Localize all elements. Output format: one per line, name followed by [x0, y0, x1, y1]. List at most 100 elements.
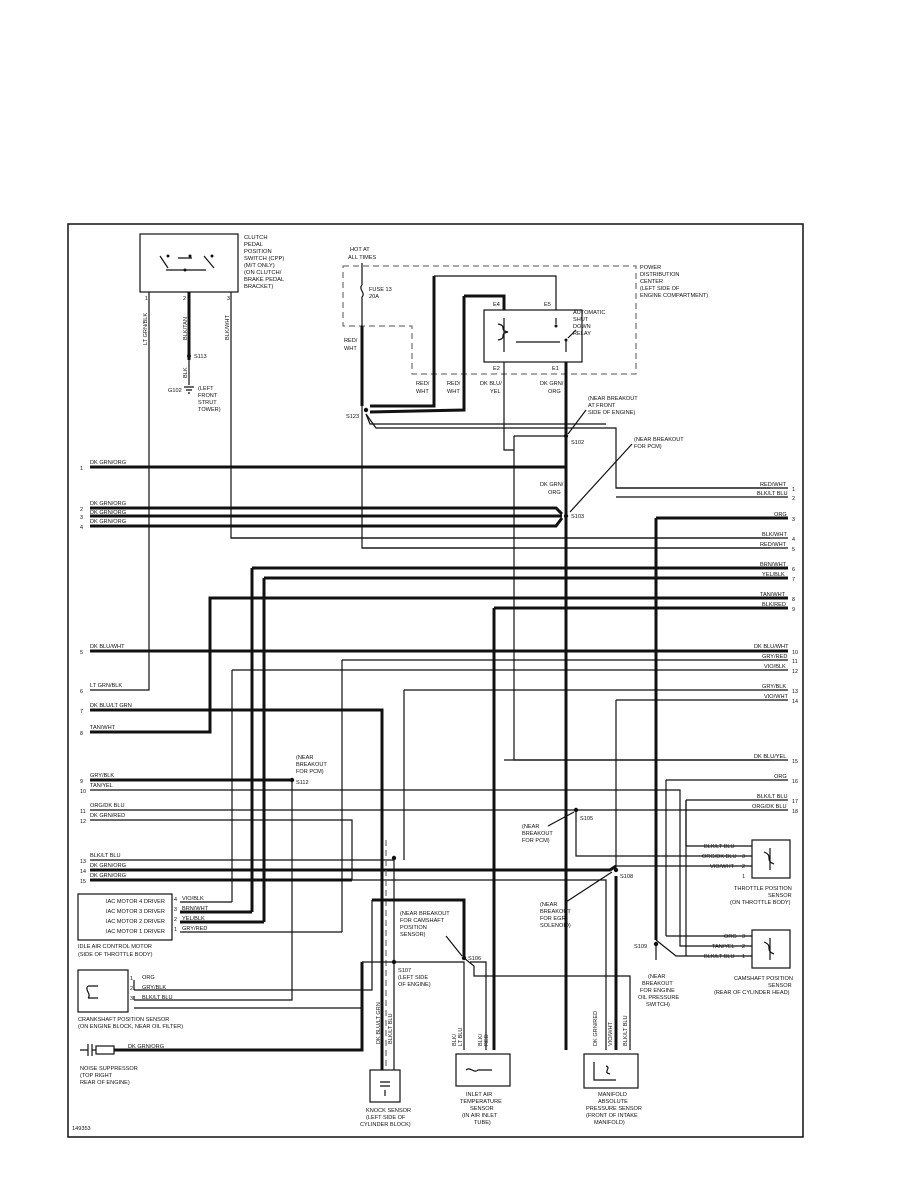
- pcm-left-wire-9: GRY/BLK: [90, 773, 114, 779]
- iat-wire-4: RED: [484, 1034, 490, 1046]
- note-pcm-1: FOR PCM): [634, 444, 662, 450]
- ckp-pin-2: 2: [130, 986, 133, 992]
- pcm-right-wire-8: TAN/WHT: [760, 592, 786, 598]
- clutch-label-7: BRACKET): [244, 284, 273, 290]
- s105-note-0: (NEAR: [522, 824, 539, 830]
- ground-wire: BLK: [183, 367, 189, 378]
- map-caption-4: MANIFOLD): [594, 1120, 625, 1126]
- dk-blu-yel-b: YEL: [490, 389, 501, 395]
- map-caption-2: PRESSURE SENSOR: [586, 1106, 642, 1112]
- pcm-left-wire-8: TAN/WHT: [90, 725, 116, 731]
- pdc-label-3: (LEFT SIDE OF: [640, 286, 680, 292]
- pcm-right-wire-17: BLK/LT BLU: [757, 794, 788, 800]
- pcm-left-pin-5: 5: [80, 650, 83, 656]
- ckp-caption-0: CRANKSHAFT POSITION SENSOR: [78, 1017, 169, 1023]
- pcm-right-pin-10: 10: [792, 650, 798, 656]
- dk-grn-org-a: DK GRN/: [540, 381, 564, 387]
- tps-pin-3: 3: [742, 854, 745, 860]
- pcm-right-pin-17: 17: [792, 799, 798, 805]
- iac-pin-1: 1: [174, 927, 177, 933]
- pcm-left-wire-3: DK GRN/ORG: [90, 510, 126, 516]
- dk-grn-org-b: ORG: [548, 389, 561, 395]
- clutch-pin-2: 2: [183, 296, 186, 302]
- red-wht-1a: RED/: [416, 381, 430, 387]
- cmp-wire-3: ORG: [724, 934, 737, 940]
- tps-wire-1: VIO/WHT: [710, 864, 735, 870]
- manifold-absolute-pressure-sensor: DK GRN/RED VIO/WHT BLK/LT BLU MANIFOLD A…: [583, 1011, 642, 1126]
- dk-grn-org-2a: DK GRN/: [540, 482, 564, 488]
- iat-wire-2: LT BLU: [458, 1028, 464, 1046]
- tps-caption-1: SENSOR: [768, 893, 792, 899]
- oil-note-2: FOR ENGINE: [640, 988, 675, 994]
- cmp-caption-1: SENSOR: [768, 983, 792, 989]
- splice-s102: S102: [571, 440, 584, 446]
- fuse-label-1: 20A: [369, 294, 379, 300]
- crankshaft-position-sensor: 1 2 3 ORG GRY/BLK BLK/LT BLU CRANKSHAFT …: [77, 969, 183, 1030]
- iac-pin-2: 2: [174, 917, 177, 923]
- pcm-left-pin-3: 3: [80, 515, 83, 521]
- oil-note-1: BREAKOUT: [642, 981, 673, 987]
- cmp-pin-2: 2: [742, 944, 745, 950]
- pcm-left-pin-2: 2: [80, 507, 83, 513]
- map-wire-1: DK GRN/RED: [593, 1011, 599, 1046]
- ground-splice: S113: [194, 354, 207, 360]
- s105-note-1: BREAKOUT: [522, 831, 553, 837]
- egr-note-0: (NEAR: [540, 902, 557, 908]
- tps-caption-0: THROTTLE POSITION: [734, 886, 792, 892]
- oil-note-4: SWITCH): [646, 1002, 670, 1008]
- hot-label-0: HOT AT: [350, 247, 370, 253]
- camshaft-position-sensor: 3 2 1 ORG TAN/YEL BLK/LT BLU CAMSHAFT PO…: [704, 929, 793, 996]
- iac-wire-2: YEL/BLK: [182, 916, 205, 922]
- egr-note-1: BREAKOUT: [540, 909, 571, 915]
- egr-note-3: SOLENOID): [540, 923, 571, 929]
- cmp-pin-3: 3: [742, 934, 745, 940]
- clutch-label-4: (M/T ONLY): [244, 263, 275, 269]
- noise-wire: DK GRN/ORG: [128, 1044, 164, 1050]
- asd-label-0: AUTOMATIC: [573, 310, 605, 316]
- pcm-right-wire-10: DK BLU/WHT: [754, 644, 789, 650]
- iac-wire-3: BRN/WHT: [182, 906, 209, 912]
- splice-s105: S105: [580, 816, 593, 822]
- pcm-right-wire-12: VIO/BLK: [764, 664, 786, 670]
- asd-label-3: RELAY: [573, 331, 591, 337]
- dk-grn-org-2b: ORG: [548, 490, 561, 496]
- pcm-left-pin-6: 6: [80, 689, 83, 695]
- cam-note-2: POSITION: [400, 925, 427, 931]
- clutch-pin-3: 3: [227, 296, 230, 302]
- splice-s123: S123: [346, 414, 359, 420]
- pcm-left-wire-6: LT GRN/BLK: [90, 683, 122, 689]
- tps-caption-2: (ON THROTTLE BODY): [730, 900, 791, 906]
- s105-note-2: FOR PCM): [522, 838, 550, 844]
- ground-id: G102: [168, 388, 182, 394]
- iac-caption-1: (SIDE OF THROTTLE BODY): [78, 952, 153, 958]
- inlet-air-temperature-sensor: BLK/ LT BLU BLK/ RED INLET AIR TEMPERATU…: [452, 1028, 511, 1126]
- pcm-left-pin-7: 7: [80, 709, 83, 715]
- ground-loc-3: TOWER): [198, 407, 221, 413]
- cmp-caption-2: (REAR OF CYLINDER HEAD): [714, 990, 790, 996]
- pcm-left-pin-14: 14: [80, 869, 86, 875]
- knock-sensor: DK BLU/LT GRN BLK/LT BLU KNOCK SENSOR (L…: [360, 1002, 411, 1128]
- clutch-pin-1: 1: [145, 296, 148, 302]
- clutch-label-2: POSITION: [244, 249, 272, 255]
- pcm-right-pin-14: 14: [792, 699, 798, 705]
- ground-loc-1: FRONT: [198, 393, 218, 399]
- cmp-pin-1: 1: [742, 954, 745, 960]
- pcm-right-wire-1: RED/WHT: [760, 482, 787, 488]
- iat-caption-2: SENSOR: [470, 1106, 494, 1112]
- idle-air-control-motor: IAC MOTOR 4 DRIVER IAC MOTOR 3 DRIVER IA…: [77, 893, 209, 958]
- s112-note-0: (NEAR: [296, 755, 313, 761]
- pcm-left-wire-10: TAN/YEL: [90, 783, 113, 789]
- splice-s106: S106: [468, 956, 481, 962]
- asd-terminal-e1: E1: [552, 366, 559, 372]
- iat-caption-3: (IN AIR INLET: [462, 1113, 498, 1119]
- fuse-out-wire-0: RED/: [344, 338, 358, 344]
- iat-wire-3: BLK/: [478, 1033, 484, 1046]
- splice-s107: S107: [398, 968, 411, 974]
- pcm-right-wire-15: DK BLU/YEL: [754, 754, 786, 760]
- knock-wire-1: DK BLU/LT GRN: [376, 1002, 382, 1044]
- pcm-left-wire-12: DK GRN/RED: [90, 813, 125, 819]
- fuse-label-0: FUSE 13: [369, 287, 392, 293]
- note-front-0: (NEAR BREAKOUT: [588, 396, 638, 402]
- pcm-left-pin-8: 8: [80, 731, 83, 737]
- iac-caption-0: IDLE AIR CONTROL MOTOR: [78, 944, 152, 950]
